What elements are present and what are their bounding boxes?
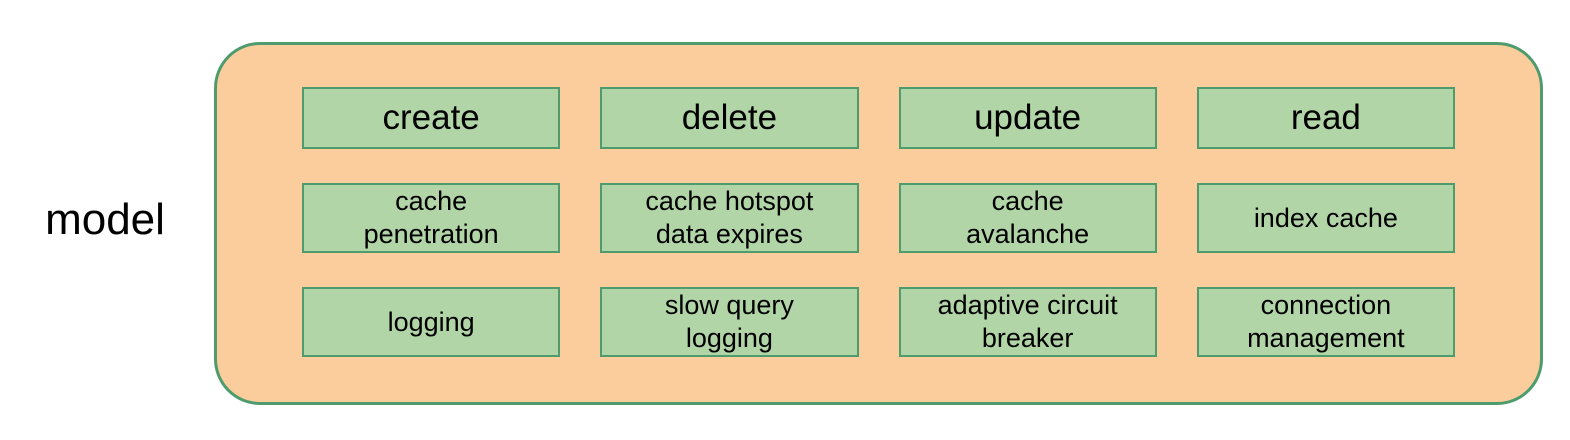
node-cache-penetration: cache penetration — [302, 183, 561, 253]
node-index-cache: index cache — [1196, 183, 1455, 253]
node-delete: delete — [600, 87, 859, 149]
node-read: read — [1196, 87, 1455, 149]
node-create: create — [302, 87, 561, 149]
node-logging: logging — [302, 287, 561, 357]
node-cache-hotspot-data-expires: cache hotspot data expires — [600, 183, 859, 253]
node-slow-query-logging: slow query logging — [600, 287, 859, 357]
node-update: update — [898, 87, 1157, 149]
node-grid: create delete update read cache penetrat… — [217, 45, 1540, 402]
node-adaptive-circuit-breaker: adaptive circuit breaker — [898, 287, 1157, 357]
node-cache-avalanche: cache avalanche — [898, 183, 1157, 253]
model-label: model — [45, 195, 165, 244]
model-container: create delete update read cache penetrat… — [214, 42, 1543, 405]
node-connection-management: connection management — [1196, 287, 1455, 357]
